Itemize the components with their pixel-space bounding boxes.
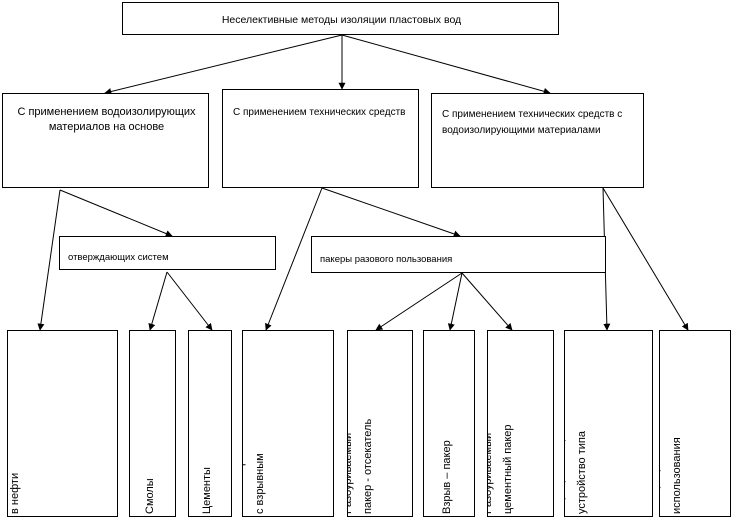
leaf-cement-packer: Разбуриваемый цементный пакер <box>487 330 554 517</box>
arrow-curing-to-resins <box>148 271 168 331</box>
arrow-packers-to-explosion <box>447 272 463 331</box>
leaf-resins: Смолы <box>129 330 176 517</box>
arrow-materials-to-curing <box>59 189 173 237</box>
arrow-title-to-combined <box>341 34 551 95</box>
leaf-cements: Цементы <box>188 330 232 517</box>
subgroup-packers-text: пакеры разового пользования <box>320 254 453 265</box>
leaf-cement-packer-text: Разбуриваемый цементный пакер <box>487 424 514 514</box>
leaf-cements-text: Цементы <box>201 467 213 514</box>
arrow-combined-to-single-use <box>602 187 689 331</box>
arrow-packers-to-breakable <box>375 272 463 331</box>
subgroup-curing: отверждающих систем <box>59 236 276 270</box>
category-technical: С применением технических средств <box>222 89 419 188</box>
leaf-breakable-packer-text: Разбуриваемый пакер - отсекатель <box>347 418 374 514</box>
category-materials: С применением водоизолирующих материалов… <box>2 93 209 188</box>
leaf-overlap-device-text: Перекрывающее устройство типа <box>564 427 588 514</box>
category-technical-text: С применением технических средств <box>233 107 406 118</box>
subgroup-curing-text: отверждающих систем <box>68 252 169 263</box>
category-combined-text: С применением технических средств с водо… <box>442 109 623 136</box>
leaf-inorganic-text: Неорганические осадкообразователи, нерас… <box>9 472 21 514</box>
leaf-breakable-packer: Разбуриваемый пакер - отсекатель <box>347 330 413 517</box>
arrow-curing-to-cements <box>166 271 213 331</box>
leaf-containers: Контейнеры с взрывным <box>242 330 334 517</box>
category-materials-text: С применением водоизолирующих материалов… <box>17 106 196 133</box>
arrow-technical-to-packers <box>321 187 461 238</box>
arrow-packers-to-cement-packer <box>461 272 513 331</box>
leaf-inorganic: Неорганические осадкообразователи, нерас… <box>7 330 118 517</box>
leaf-explosion-packer-text: Взрыв – пакер <box>441 440 453 514</box>
title-text: Неселективные методы изоляции пластовых … <box>221 14 462 26</box>
leaf-single-use-packers-text: Пакеры разового использования <box>659 426 683 514</box>
title-box: Неселективные методы изоляции пластовых … <box>122 2 559 35</box>
arrow-technical-to-containers <box>265 187 323 331</box>
category-combined: С применением технических средств с водо… <box>431 93 644 188</box>
leaf-single-use-packers: Пакеры разового использования <box>659 330 731 517</box>
arrow-title-to-materials <box>104 34 343 95</box>
arrow-materials-to-inorganic <box>37 189 61 331</box>
leaf-explosion-packer: Взрыв – пакер <box>423 330 475 517</box>
leaf-overlap-device: Перекрывающее устройство типа <box>564 330 653 517</box>
subgroup-packers: пакеры разового пользования <box>311 236 606 273</box>
leaf-resins-text: Смолы <box>144 478 156 514</box>
leaf-containers-text: Контейнеры с взрывным <box>242 452 266 514</box>
